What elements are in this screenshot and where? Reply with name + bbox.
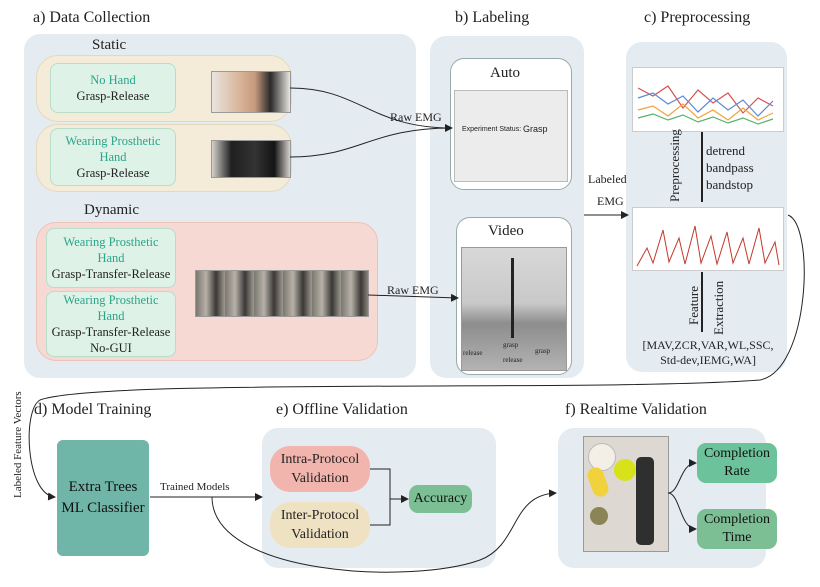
- feature-list-line1: [MAV,ZCR,VAR,WL,SSC,: [642, 338, 774, 352]
- auto-title: Auto: [490, 65, 520, 81]
- dynamic-title: Dynamic: [84, 202, 139, 218]
- video-label-grasp: grasp: [503, 341, 519, 349]
- object-ball: [614, 459, 636, 481]
- photo-prosthetic-hand: [211, 140, 291, 178]
- inter-line1: Inter-Protocol: [280, 508, 360, 523]
- completion-rate-box: Completion Rate: [697, 443, 777, 483]
- intra-line1: Intra-Protocol: [280, 452, 360, 467]
- condition-box-prosthetic-static: Wearing Prosthetic Hand Grasp-Release: [50, 128, 176, 186]
- condition-box-dynamic-1: Wearing Prosthetic Hand Grasp-Transfer-R…: [46, 228, 176, 288]
- condition-line3: Grasp-Transfer-Release: [51, 267, 171, 281]
- inter-line2: Validation: [291, 527, 349, 542]
- condition-line3: Grasp-Transfer-Release: [51, 325, 171, 339]
- step-bandstop: bandstop: [706, 177, 753, 192]
- condition-box-dynamic-2: Wearing Prosthetic Hand Grasp-Transfer-R…: [46, 291, 176, 357]
- condition-line1: Wearing Prosthetic: [63, 293, 159, 307]
- raw-emg-label-top: Raw EMG: [390, 110, 442, 124]
- wire-dynamic-to-video: [367, 293, 459, 302]
- feature-extraction-arrow: [701, 272, 703, 332]
- wire-model-to-realtime: [211, 489, 557, 573]
- wire-photo-to-time: [667, 492, 697, 533]
- condition-line1: Wearing Prosthetic: [63, 235, 159, 249]
- section-title-offline-validation: e) Offline Validation: [276, 401, 408, 418]
- section-title-data-collection: a) Data Collection: [33, 9, 151, 26]
- condition-line2: Hand: [99, 150, 127, 164]
- condition-line3: Grasp-Release: [76, 166, 150, 180]
- rate-line2: Rate: [724, 464, 750, 479]
- photo-no-hand-arm: [211, 71, 291, 113]
- preprocessing-steps: detrend bandpass bandstop: [706, 142, 754, 193]
- video-label-grasp: grasp: [535, 347, 551, 355]
- condition-line1: Wearing Prosthetic: [65, 134, 161, 148]
- intra-line2: Validation: [291, 471, 349, 486]
- filtered-emg-plot: [632, 207, 784, 271]
- condition-line1: No Hand: [90, 73, 136, 87]
- raw-emg-plot: [632, 67, 784, 132]
- object-jar: [590, 507, 608, 525]
- condition-line2: Hand: [97, 251, 125, 265]
- raw-emg-label-bottom: Raw EMG: [387, 283, 439, 297]
- video-pole: [511, 258, 514, 338]
- model-line2: ML Classifier: [61, 500, 145, 516]
- model-training-box: Extra Trees ML Classifier: [57, 440, 149, 556]
- static-title: Static: [92, 37, 127, 53]
- feature-list-line2: Std-dev,IEMG,WA]: [660, 353, 756, 367]
- raw-emg-plot-svg: [637, 85, 774, 125]
- section-title-model-training: d) Model Training: [34, 401, 152, 418]
- completion-time-box: Completion Time: [697, 509, 777, 549]
- video-frame: [461, 247, 567, 371]
- rate-line1: Completion: [703, 446, 771, 461]
- preprocessing-arrow: [701, 132, 703, 202]
- wire-static-2-to-auto: [289, 127, 453, 158]
- time-line2: Time: [722, 530, 752, 545]
- wire-intra-to-accuracy: [370, 468, 409, 503]
- filtered-emg-plot-svg: [636, 225, 780, 267]
- section-title-realtime-validation: f) Realtime Validation: [565, 401, 707, 418]
- wire-static-1-to-auto: [289, 87, 453, 132]
- accuracy-box: Accuracy: [409, 485, 472, 513]
- section-title-preprocessing: c) Preprocessing: [644, 9, 751, 26]
- model-line1: Extra Trees: [68, 479, 138, 495]
- condition-line3: Grasp-Release: [76, 89, 150, 103]
- wire-feature-to-model: [28, 214, 805, 501]
- video-title: Video: [488, 223, 524, 239]
- realtime-photo: [583, 436, 669, 552]
- intra-protocol-box: Intra-Protocol Validation: [270, 446, 370, 492]
- video-label-release: release: [463, 349, 483, 357]
- auto-grasp-text: Grasp: [523, 124, 548, 134]
- video-label-release: release: [503, 356, 523, 364]
- auto-gui-screenshot: [454, 90, 568, 182]
- section-title-labeling: b) Labeling: [455, 9, 530, 26]
- auto-status-text: Experiment Status:: [462, 126, 522, 133]
- trained-models-label: Trained Models: [160, 481, 230, 493]
- photo-sequence-dynamic: [195, 270, 369, 317]
- labeled-emg-label-1: Labeled: [588, 172, 627, 186]
- condition-line2: Hand: [97, 309, 125, 323]
- wire-inter-to-accuracy: [370, 499, 391, 526]
- condition-box-no-hand: No Hand Grasp-Release: [50, 63, 176, 113]
- wire-photo-to-rate: [667, 459, 697, 494]
- labeled-emg-label-2: EMG: [597, 194, 624, 208]
- step-detrend: detrend: [706, 143, 745, 158]
- step-bandpass: bandpass: [706, 160, 754, 175]
- inter-protocol-box: Inter-Protocol Validation: [270, 502, 370, 548]
- feature-list: [MAV,ZCR,VAR,WL,SSC, Std-dev,IEMG,WA]: [634, 338, 782, 368]
- time-line1: Completion: [703, 512, 771, 527]
- prosthetic-hand: [636, 457, 654, 545]
- preprocessing-step-group: Preprocessing: [652, 129, 742, 204]
- condition-line4: No-GUI: [90, 341, 132, 355]
